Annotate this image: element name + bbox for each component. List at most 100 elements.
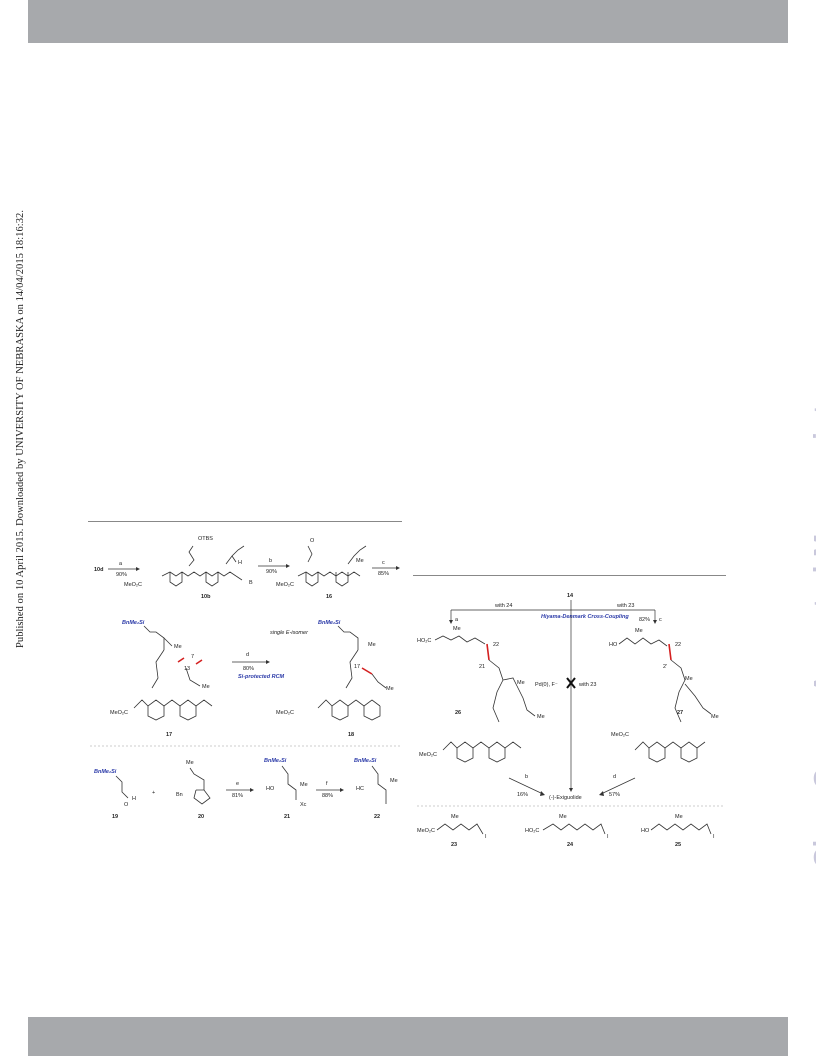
molecule-25: HO Me I 25: [641, 814, 715, 848]
with-23-mid: with 23: [578, 682, 596, 688]
molecule-17: BnMe₂Si Me 7 13 Me MeO₂C 17: [110, 620, 213, 738]
me-label-20: Me: [186, 760, 194, 766]
me-label-18a: Me: [368, 642, 376, 648]
silyl-label-18: BnMe₂Si: [318, 620, 341, 626]
xc-label: Xc: [300, 802, 307, 808]
yield-a: 90%: [116, 572, 127, 578]
compound-25-label: 25: [675, 842, 681, 848]
o-label: O: [310, 538, 315, 544]
me-label: Me: [356, 558, 364, 564]
yield-d-right: 57%: [609, 792, 620, 798]
silyl-label-17: BnMe₂Si: [122, 620, 145, 626]
iodide-label-24: I: [607, 834, 609, 840]
arrowhead: [136, 567, 140, 571]
me-label-18b: Me: [386, 686, 394, 692]
reagent-c-right: c: [659, 617, 662, 623]
ho2c-label: HO₂C: [417, 638, 431, 644]
reagent-f: f: [326, 781, 328, 787]
bn-label: Bn: [176, 792, 183, 798]
me-label-22: Me: [390, 778, 398, 784]
me-label-25: Me: [675, 814, 683, 820]
yield-b-right: 16%: [517, 792, 528, 798]
locant-17: 17: [354, 664, 360, 670]
molecule-22-bonds: [371, 765, 387, 804]
scheme-left: 10d a 90% OTBS H MeO₂C B 10b b 90% O Me …: [90, 536, 400, 820]
compound-18-label: 18: [348, 732, 354, 738]
reagent-e: e: [236, 781, 239, 787]
locant-2prime-right: 2': [663, 664, 667, 670]
arrowhead: [340, 788, 344, 792]
arrowhead: [250, 788, 254, 792]
locant-22-right: 22: [675, 642, 681, 648]
arrowhead: [396, 566, 400, 570]
journal-watermark: ChemComm Accepted Manuscript: [808, 404, 816, 868]
molecule-16: O Me MeO₂C 16: [276, 538, 367, 600]
ho-label-25: HO: [641, 828, 650, 834]
me-label-26a: Me: [453, 626, 461, 632]
molecule-18: BnMe₂Si Me 17 Me MeO₂C 18: [276, 620, 394, 738]
header-bar: [28, 0, 788, 43]
failed-reaction-cross-icon: [566, 677, 576, 689]
me-label-27a: Me: [635, 628, 643, 634]
with-24-label: with 24: [494, 603, 512, 609]
olefin-red: [361, 667, 373, 675]
compound-10b-label: 10b: [201, 594, 211, 600]
new-bond-red: [486, 643, 490, 661]
meo2c-label-18: MeO₂C: [276, 710, 294, 716]
reagent-d-right: d: [613, 774, 616, 780]
hc-label: HC: [356, 786, 364, 792]
reagent-b: b: [269, 558, 272, 564]
iodide-label-23: I: [485, 834, 487, 840]
molecule-27: HO Me 22 2' Me Me MeO₂C 27: [609, 628, 719, 763]
compound-19-label: 19: [112, 814, 118, 820]
molecule-10b: OTBS H MeO₂C B 10b: [124, 536, 253, 600]
locant-22-left: 22: [493, 642, 499, 648]
me-label-23: Me: [451, 814, 459, 820]
compound-24-label: 24: [567, 842, 574, 848]
me-label-26c: Me: [537, 714, 545, 720]
yield-c: 85%: [378, 571, 389, 577]
compound-22-label: 22: [374, 814, 380, 820]
reagent-a-right: a: [455, 617, 459, 623]
arrowhead: [266, 660, 270, 664]
meo2c-label-27: MeO₂C: [611, 732, 629, 738]
olefin-red: [177, 657, 185, 663]
silyl-label-21: BnMe₂Si: [264, 758, 287, 764]
note-single-e: single E-isomer: [270, 630, 309, 636]
ho2c-label-24: HO₂C: [525, 828, 539, 834]
reagent-d: d: [246, 652, 249, 658]
me-label-17b: Me: [202, 684, 210, 690]
reagent-a: a: [119, 561, 123, 567]
pd-conditions: Pd(0), F⁻: [535, 682, 558, 688]
molecule-21-bonds: [281, 765, 297, 800]
meo2c-label-23: MeO₂C: [417, 828, 435, 834]
locant-21-left: 21: [479, 664, 485, 670]
silyl-label-22: BnMe₂Si: [354, 758, 377, 764]
meo2c-label-26: MeO₂C: [419, 752, 437, 758]
silyl-label-19: BnMe₂Si: [94, 769, 117, 775]
published-notice[interactable]: Published on 10 April 2015. Downloaded b…: [15, 209, 26, 648]
arrow-d-right: [600, 777, 636, 795]
hiyama-denmark-label: Hiyama-Denmark Cross-Coupling: [541, 614, 629, 620]
compound-23-label: 23: [451, 842, 457, 848]
compound-26-label: 26: [455, 710, 461, 716]
iodide-label-25: I: [713, 834, 715, 840]
molecule-19-bonds: [115, 775, 129, 799]
yield-f: 88%: [322, 793, 333, 799]
meo2c-label-1: MeO₂C: [124, 582, 142, 588]
meo2c-label-2: MeO₂C: [276, 582, 294, 588]
molecule-20-bonds: [189, 767, 205, 790]
scheme-right: 14 with 24 with 23 a c Hiyama-Denmark Cr…: [417, 593, 725, 848]
scheme-left-rule: [88, 521, 402, 522]
compound-27-label: 27: [677, 710, 683, 716]
me-label-27b: Me: [685, 676, 693, 682]
plus-sign: +: [152, 790, 155, 796]
compound-17-label: 17: [166, 732, 172, 738]
yield-d: 80%: [243, 666, 254, 672]
molecule-26: HO₂C Me 22 21 Me Me MeO₂C 26: [417, 626, 545, 763]
compound-14-label: 14: [567, 593, 574, 599]
ho-label: HO: [266, 786, 275, 792]
arrowhead: [286, 564, 290, 568]
molecule-23: MeO₂C Me I 23: [417, 814, 487, 848]
me-label-24: Me: [559, 814, 567, 820]
